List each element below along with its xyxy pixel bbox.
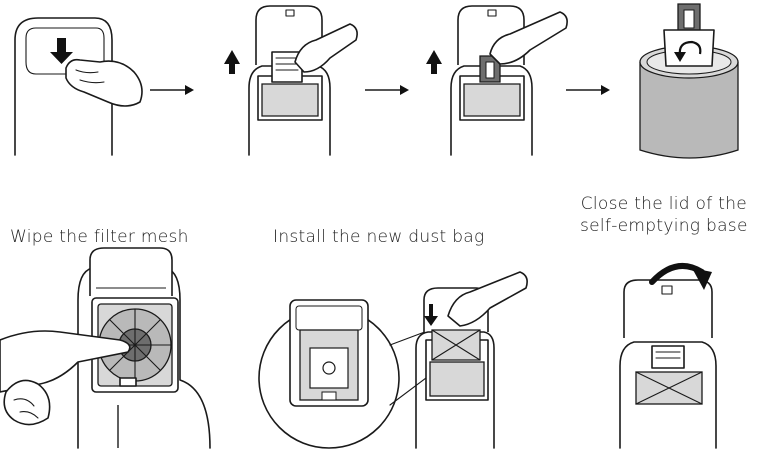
caption-install-bag: Install the new dust bag	[273, 227, 485, 247]
rotate-arrow-icon	[678, 40, 702, 57]
zoom-lines	[389, 329, 431, 406]
dust-bag	[663, 29, 715, 67]
caption-close-line-2: self-emptying base	[580, 216, 748, 236]
dust-bag	[261, 83, 319, 117]
caption-wipe-filter: Wipe the filter mesh	[10, 227, 189, 247]
base-body	[14, 17, 113, 156]
pulling-hand	[489, 11, 568, 65]
step-close-lid	[619, 262, 717, 449]
base-body	[77, 267, 211, 449]
wiping-hand	[0, 330, 131, 393]
step-take-out-bag	[426, 5, 568, 156]
trash-bin	[639, 62, 739, 159]
step-wipe-filter	[0, 247, 211, 449]
up-arrow-icon	[224, 50, 240, 74]
step-remove-bag	[224, 5, 358, 156]
caption-close-lid: Close the lid of the self-emptying base	[580, 193, 748, 237]
cleaning-cloth	[3, 379, 51, 426]
right-arrow-icon	[150, 85, 194, 95]
step-install-bag	[258, 271, 528, 449]
right-arrow-icon	[365, 85, 409, 95]
up-arrow-icon	[426, 50, 442, 74]
pulling-hand	[294, 23, 358, 73]
base-body	[619, 341, 717, 449]
step-dispose-bag	[639, 3, 739, 159]
step-open-lid	[14, 17, 143, 156]
open-lid	[623, 279, 713, 338]
open-lid	[89, 247, 173, 296]
inserting-hand	[447, 271, 528, 327]
down-arrow-icon	[424, 304, 438, 326]
pressing-hand	[65, 58, 143, 107]
right-arrow-icon	[566, 85, 610, 95]
caption-close-line-1: Close the lid of the	[580, 194, 748, 214]
down-arrow-icon	[50, 38, 73, 64]
lid-panel	[25, 27, 105, 75]
